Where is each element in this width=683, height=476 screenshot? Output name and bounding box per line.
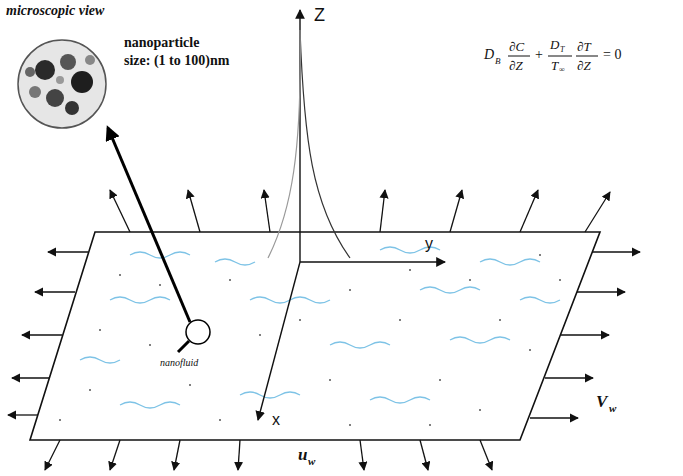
micro-view	[18, 40, 106, 128]
equation-subscript: T	[560, 46, 564, 54]
velocity-subscript: w	[308, 456, 315, 467]
equation-symbol: ∂T	[577, 40, 591, 53]
equation-subscript: ∞	[559, 66, 565, 74]
velocity-subscript: w	[609, 403, 616, 414]
axis-label: Z	[314, 6, 325, 24]
equation-symbol: = 0	[603, 48, 621, 62]
equation-symbol: D	[550, 38, 559, 51]
size-note: size: (1 to 100)nm	[124, 54, 229, 68]
magnifier	[186, 320, 210, 344]
equation-symbol: T	[551, 59, 558, 72]
magnifier-handle	[178, 341, 189, 352]
fraction-bars	[508, 56, 598, 57]
equation-symbol: ∂Z	[509, 59, 523, 72]
equation-symbol: +	[535, 48, 543, 62]
axis-label: x	[272, 412, 280, 428]
particle-dots	[59, 254, 561, 426]
zoom-arrow	[108, 128, 190, 322]
equation-symbol: ∂Z	[577, 59, 591, 72]
velocity-label: V	[596, 393, 607, 410]
equation-subscript: B	[495, 57, 501, 66]
equation-symbol: D	[484, 48, 494, 62]
stretching-sheet	[30, 232, 600, 440]
equation-symbol: ∂C	[509, 40, 524, 53]
fluid-label: nanofluid	[160, 358, 198, 368]
velocity-label: u	[298, 446, 307, 463]
profile-curve	[268, 30, 300, 258]
axis-label: y	[425, 236, 433, 252]
stretch-arrows	[8, 190, 640, 470]
caption-text: microscopic view	[6, 4, 104, 18]
axes	[258, 10, 445, 420]
part-name: nanoparticle	[124, 36, 199, 50]
profile-curve	[300, 30, 350, 258]
fluid-waves	[80, 247, 560, 408]
